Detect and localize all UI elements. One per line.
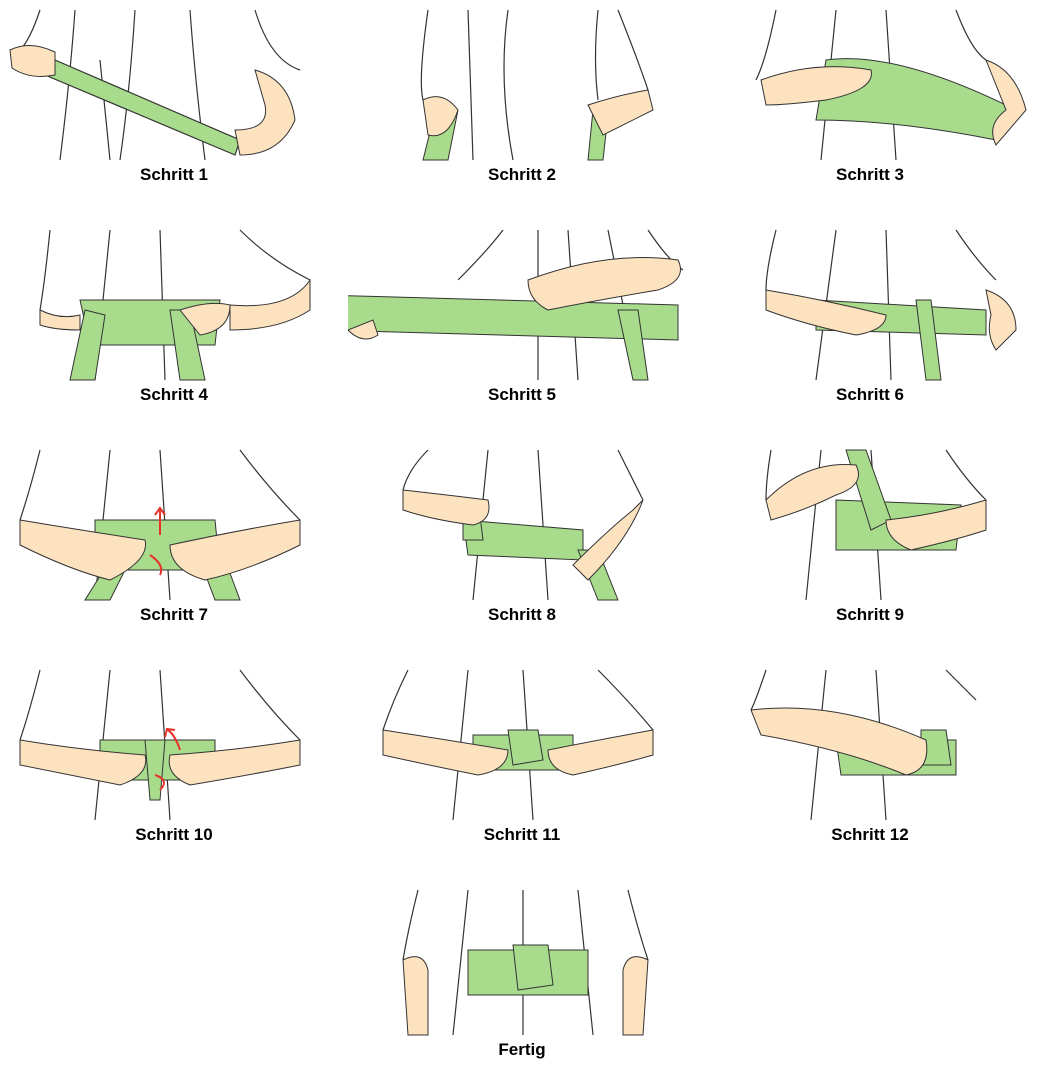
step-5-label: Schritt 5 bbox=[348, 385, 696, 405]
step-6-illustration bbox=[696, 220, 1044, 385]
step-3-label: Schritt 3 bbox=[696, 165, 1044, 185]
step-5-illustration bbox=[348, 220, 696, 385]
step-6-label: Schritt 6 bbox=[696, 385, 1044, 405]
step-8: Schritt 8 bbox=[348, 440, 696, 650]
step-8-illustration bbox=[348, 440, 696, 605]
step-9-illustration bbox=[696, 440, 1044, 605]
step-final: Fertig bbox=[348, 880, 696, 1068]
step-12-illustration bbox=[696, 660, 1044, 825]
step-4: Schritt 4 bbox=[0, 220, 348, 430]
step-11-label: Schritt 11 bbox=[348, 825, 696, 845]
step-8-label: Schritt 8 bbox=[348, 605, 696, 625]
step-1-label: Schritt 1 bbox=[0, 165, 348, 185]
step-2: Schritt 2 bbox=[348, 0, 696, 210]
step-6: Schritt 6 bbox=[696, 220, 1044, 430]
step-9-label: Schritt 9 bbox=[696, 605, 1044, 625]
step-2-label: Schritt 2 bbox=[348, 165, 696, 185]
step-7: Schritt 7 bbox=[0, 440, 348, 650]
step-2-illustration bbox=[348, 0, 696, 165]
step-12-label: Schritt 12 bbox=[696, 825, 1044, 845]
final-label: Fertig bbox=[348, 1040, 696, 1060]
final-illustration bbox=[348, 880, 696, 1040]
step-1: Schritt 1 bbox=[0, 0, 348, 210]
step-12: Schritt 12 bbox=[696, 660, 1044, 870]
step-11-illustration bbox=[348, 660, 696, 825]
step-10-illustration bbox=[0, 660, 348, 825]
step-10: Schritt 10 bbox=[0, 660, 348, 870]
step-4-illustration bbox=[0, 220, 348, 385]
step-3: Schritt 3 bbox=[696, 0, 1044, 210]
step-4-label: Schritt 4 bbox=[0, 385, 348, 405]
step-7-illustration bbox=[0, 440, 348, 605]
step-1-illustration bbox=[0, 0, 348, 165]
step-3-illustration bbox=[696, 0, 1044, 165]
step-11: Schritt 11 bbox=[348, 660, 696, 870]
step-10-label: Schritt 10 bbox=[0, 825, 348, 845]
step-7-label: Schritt 7 bbox=[0, 605, 348, 625]
step-9: Schritt 9 bbox=[696, 440, 1044, 650]
step-5: Schritt 5 bbox=[348, 220, 696, 430]
